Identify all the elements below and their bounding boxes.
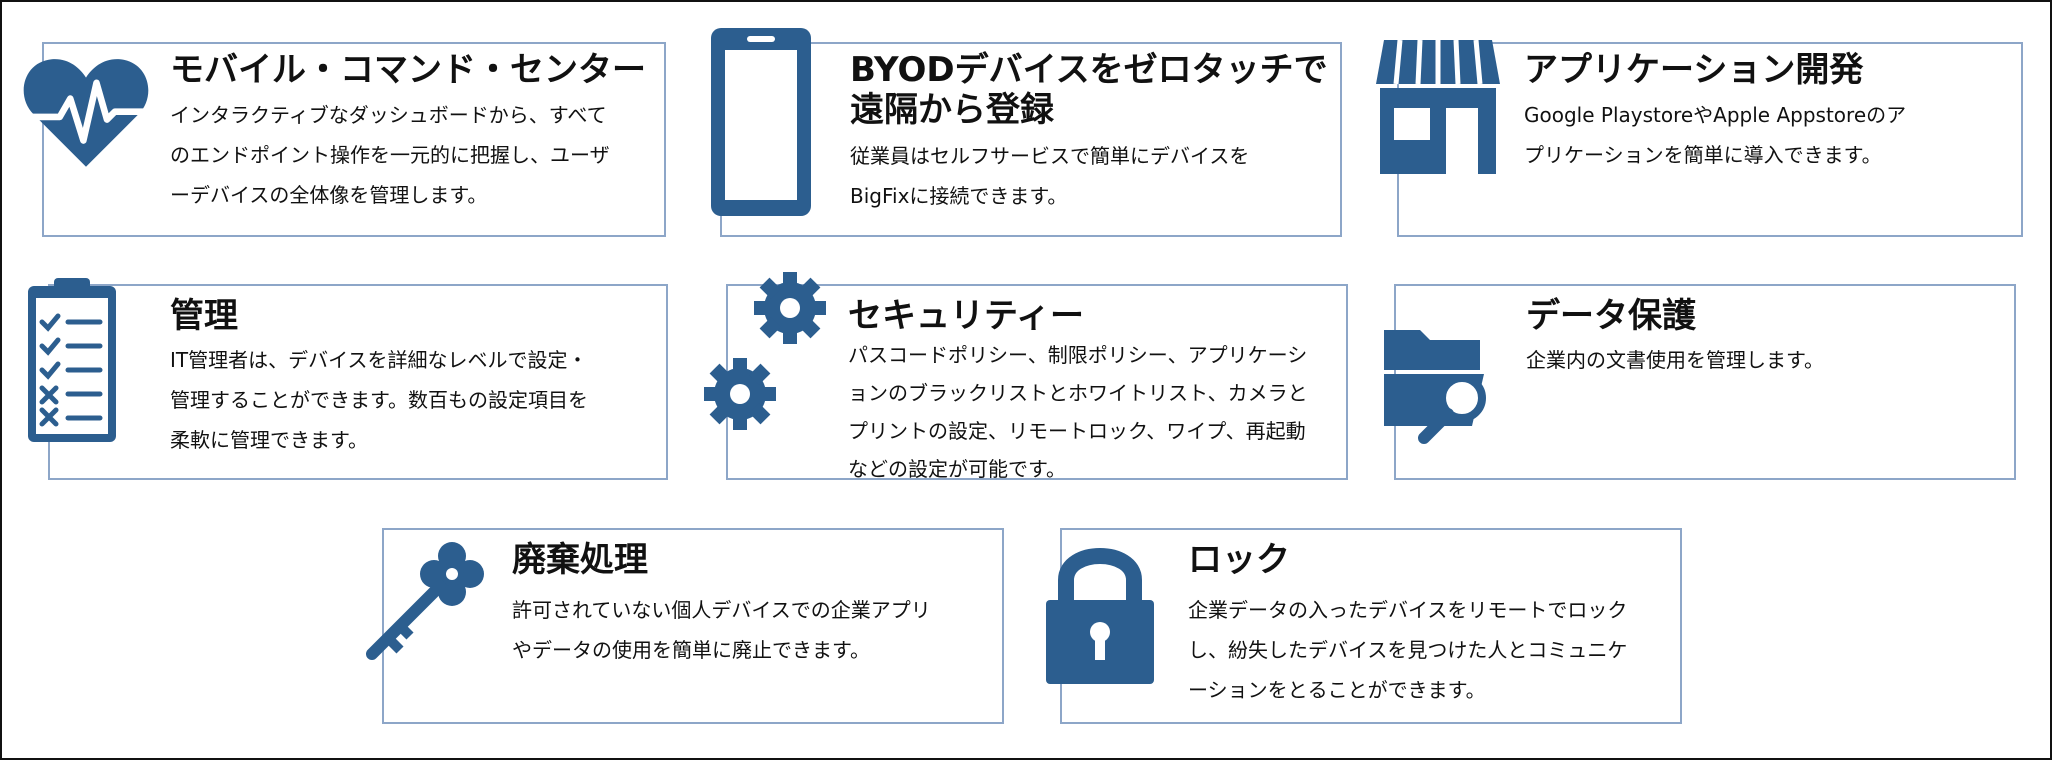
folder-search-icon bbox=[1380, 314, 1496, 444]
feature-card-byod-enrollment bbox=[720, 42, 1342, 237]
feature-title: アプリケーション開発 bbox=[1524, 50, 1864, 90]
storefront-icon bbox=[1376, 36, 1500, 178]
feature-card-security bbox=[726, 284, 1348, 480]
feature-card-decommission bbox=[382, 528, 1004, 724]
gears-icon bbox=[700, 270, 840, 442]
feature-card-lock bbox=[1060, 528, 1682, 724]
heart-pulse-icon bbox=[20, 54, 152, 172]
feature-title: モバイル・コマンド・センター bbox=[170, 50, 646, 90]
feature-description: 企業内の文書使用を管理します。 bbox=[1526, 348, 1824, 372]
feature-description: Google PlaystoreやApple Appstoreのア プリケーショ… bbox=[1524, 103, 1907, 167]
feature-title: 廃棄処理 bbox=[512, 540, 648, 580]
feature-description: 許可されていない個人デバイスでの企業アプリ やデータの使用を簡単に廃止できます。 bbox=[512, 598, 931, 662]
smartphone-icon bbox=[707, 24, 815, 220]
feature-description: パスコードポリシー、制限ポリシー、アプリケーシ ョンのブラックリストとホワイトリ… bbox=[848, 343, 1308, 481]
feature-title: データ保護 bbox=[1526, 296, 1696, 336]
feature-title: ロック bbox=[1188, 540, 1290, 580]
feature-card-app-deployment bbox=[1397, 42, 2023, 237]
feature-card-mobile-command-center bbox=[42, 42, 666, 237]
feature-title: BYODデバイスをゼロタッチで 遠隔から登録 bbox=[850, 50, 1328, 130]
feature-title: 管理 bbox=[170, 296, 238, 336]
feature-card-data-protection bbox=[1394, 284, 2016, 480]
feature-description: 従業員はセルフサービスで簡単にデバイスを BigFixに接続できます。 bbox=[850, 144, 1250, 208]
padlock-icon bbox=[1038, 536, 1162, 688]
feature-title: セキュリティー bbox=[848, 296, 1084, 336]
feature-description: 企業データの入ったデバイスをリモートでロック し、紛失したデバイスを見つけた人と… bbox=[1188, 598, 1628, 702]
clipboard-checklist-icon bbox=[24, 274, 120, 446]
key-icon bbox=[360, 538, 484, 662]
feature-description: IT管理者は、デバイスを詳細なレベルで設定・ 管理することができます。数百もの設… bbox=[170, 348, 588, 452]
feature-description: インタラクティブなダッシュボードから、すべて のエンドポイント操作を一元的に把握… bbox=[170, 103, 610, 207]
